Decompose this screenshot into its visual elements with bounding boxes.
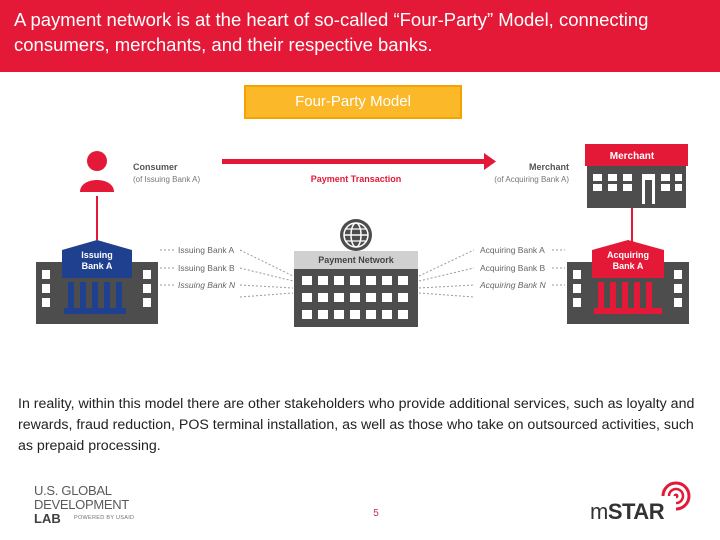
acquiring-bank-building-icon bbox=[567, 240, 689, 324]
store-building-icon bbox=[585, 144, 688, 208]
person-icon bbox=[80, 151, 114, 192]
mstar-wordmark: mSTAR bbox=[590, 499, 665, 524]
logo-text-line3: LAB bbox=[34, 511, 61, 526]
acquiring-bank-label-line2: Bank A bbox=[613, 261, 644, 271]
merchant-sublabel: (of Acquiring Bank A) bbox=[494, 175, 569, 184]
issuing-bank-label-line2: Bank A bbox=[82, 261, 113, 271]
issuing-list-item: Issuing Bank A bbox=[178, 245, 235, 255]
acquiring-dotted-connectors bbox=[418, 249, 565, 298]
payment-network-building-icon bbox=[294, 251, 418, 327]
payment-network-label: Payment Network bbox=[318, 255, 395, 265]
issuing-list-item: Issuing Bank B bbox=[178, 263, 235, 273]
payment-transaction-arrow bbox=[222, 153, 496, 170]
consumer-sublabel: (of Issuing Bank A) bbox=[133, 175, 200, 184]
page-number: 5 bbox=[373, 508, 379, 519]
acquiring-list-item: Acquiring Bank A bbox=[480, 245, 545, 255]
issuing-bank-label-line1: Issuing bbox=[81, 250, 113, 260]
merchant-building-label: Merchant bbox=[610, 151, 655, 162]
global-development-lab-logo: U.S. GLOBAL DEVELOPMENT LAB POWERED BY U… bbox=[34, 484, 154, 528]
logo-tagline: POWERED BY USAID bbox=[74, 515, 135, 521]
mstar-prefix: m bbox=[590, 499, 608, 524]
slide-header: A payment network is at the heart of so-… bbox=[0, 0, 720, 72]
globe-icon bbox=[340, 219, 372, 251]
body-paragraph: In reality, within this model there are … bbox=[18, 396, 695, 454]
logo-text-line2: DEVELOPMENT bbox=[34, 497, 129, 512]
issuing-list-item: Issuing Bank N bbox=[178, 280, 236, 290]
acquiring-list-item: Acquiring Bank B bbox=[480, 263, 546, 273]
acquiring-list-item: Acquiring Bank N bbox=[479, 280, 547, 290]
issuing-dotted-connectors bbox=[160, 249, 294, 298]
four-party-diagram: Consumer (of Issuing Bank A) Payment Tra… bbox=[36, 144, 689, 327]
mstar-signal-icon bbox=[660, 481, 691, 514]
consumer-label: Consumer bbox=[133, 162, 178, 172]
slide-title: A payment network is at the heart of so-… bbox=[14, 9, 649, 55]
mstar-logo: mSTAR bbox=[590, 480, 700, 528]
payment-transaction-label: Payment Transaction bbox=[311, 174, 402, 184]
issuing-bank-building-icon bbox=[36, 240, 158, 324]
logo-text-line1: U.S. GLOBAL bbox=[34, 483, 112, 498]
model-title-badge: Four-Party Model bbox=[244, 85, 462, 119]
acquiring-bank-label-line1: Acquiring bbox=[607, 250, 649, 260]
merchant-label: Merchant bbox=[529, 162, 569, 172]
mstar-name: STAR bbox=[607, 499, 665, 524]
